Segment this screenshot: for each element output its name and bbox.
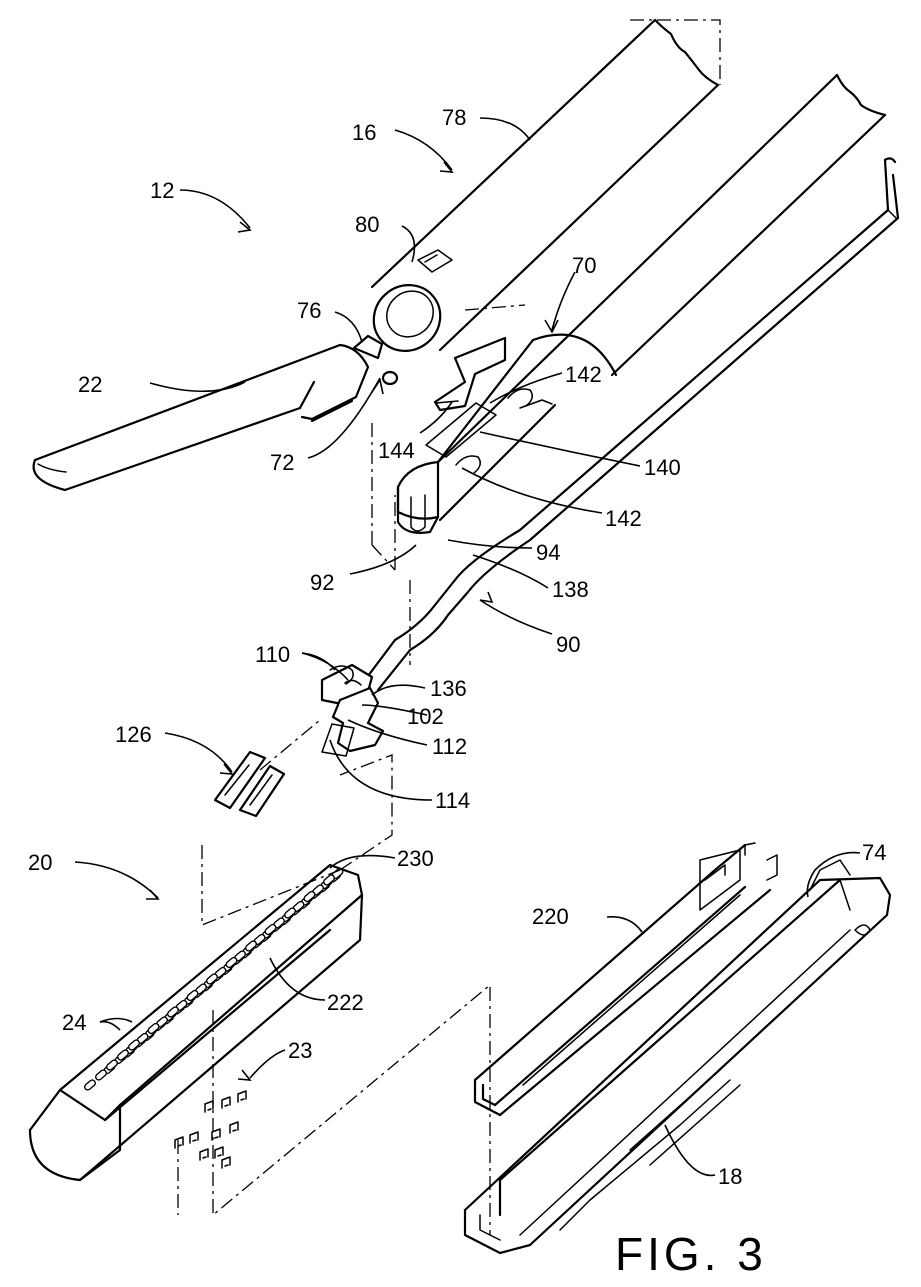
label-90: 90 [556,632,580,657]
staple [200,1149,208,1160]
label-144: 144 [378,438,415,463]
label-126: 126 [115,722,152,747]
staple [190,1132,198,1143]
label-136: 136 [430,676,467,701]
label-138: 138 [552,577,589,602]
staple [205,1101,213,1112]
label-16: 16 [352,120,376,145]
channel-18 [465,860,890,1253]
anvil-22 [34,336,397,490]
label-72: 72 [270,450,294,475]
staple [222,1157,230,1168]
label-102: 102 [407,704,444,729]
wedge-sled-126 [215,752,284,816]
label-22: 22 [78,372,102,397]
label-112: 112 [432,734,467,759]
staple [238,1091,246,1102]
firing-bar-90 [365,158,898,690]
label-20: 20 [28,850,52,875]
label-80: 80 [355,212,379,237]
label-18: 18 [718,1164,742,1189]
label-110: 110 [255,642,290,667]
staple [175,1137,183,1148]
label-220: 220 [532,904,569,929]
retainer-70 [398,75,885,533]
label-114: 114 [435,788,470,813]
label-94: 94 [536,540,560,565]
label-230: 230 [397,846,434,871]
cartridge-tray-220 [475,843,777,1115]
staples-23 [175,1091,246,1168]
outer-tube-16 [360,20,718,364]
label-70: 70 [572,253,596,278]
staple [230,1122,238,1133]
clip-144 [435,338,505,410]
label-140: 140 [644,455,681,480]
staple [215,1147,223,1158]
label-74: 74 [862,840,886,865]
label-222: 222 [327,990,364,1015]
label-76: 76 [297,298,321,323]
label-23: 23 [288,1038,312,1063]
label-142-lower: 142 [605,506,642,531]
staple [222,1097,230,1108]
label-12: 12 [150,178,174,203]
assembly-center-lines [178,20,720,1235]
figure-caption: FIG. 3 [615,1228,767,1280]
label-142-upper: 142 [565,362,602,387]
label-24: 24 [62,1010,86,1035]
label-78: 78 [442,105,466,130]
label-92: 92 [310,570,334,595]
